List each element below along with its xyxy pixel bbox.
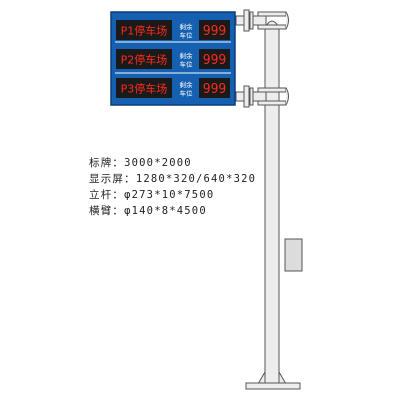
remaining-label-bottom: 车位 [180,60,194,69]
space-count: 999 [203,82,226,97]
lot-screen [116,49,172,69]
space-count: 999 [203,53,226,68]
spec-line-display: 显示屏：1280*320/640*320 [89,171,256,186]
remaining-label-top: 剩余 [180,80,194,89]
spec-value: 1280*320/640*320 [135,173,257,185]
count-screen [199,78,230,98]
control-box [284,238,303,272]
pole-base [245,370,301,390]
lot-label: P1停车场 [121,24,168,38]
spec-value: φ273*10*7500 [124,189,215,201]
pole-hoops [257,11,289,106]
sign-row-p1: P1停车场 剩余 车位 999 [116,20,230,40]
sign-row-p2: P2停车场 剩余 车位 999 [116,49,230,69]
spec-label: 横臂： [89,205,125,217]
space-count: 999 [203,24,226,39]
spec-line-arm: 横臂：φ140*8*4500 [89,203,207,218]
spec-line-sign: 标牌：3000*2000 [89,155,192,170]
remaining-label-top: 剩余 [180,22,194,31]
spec-label: 立杆： [89,189,125,201]
count-screen [199,49,230,69]
arm-flanges [243,9,254,108]
spec-value: 3000*2000 [124,157,192,169]
lot-label: P2停车场 [121,53,168,67]
remaining-label-bottom: 车位 [180,31,194,40]
lot-label: P3停车场 [121,82,168,96]
count-screen [199,20,230,40]
lot-screen [116,20,172,40]
lot-screen [116,78,172,98]
remaining-label-bottom: 车位 [180,89,194,98]
spec-line-pole: 立杆：φ273*10*7500 [89,187,214,202]
spec-label: 标牌： [89,157,125,169]
main-pole [264,27,280,384]
spec-label: 显示屏： [89,173,136,185]
spec-value: φ140*8*4500 [124,205,207,217]
row-dividers [115,41,231,74]
remaining-label-top: 剩余 [180,51,194,60]
sign-row-p3: P3停车场 剩余 车位 999 [116,78,230,98]
